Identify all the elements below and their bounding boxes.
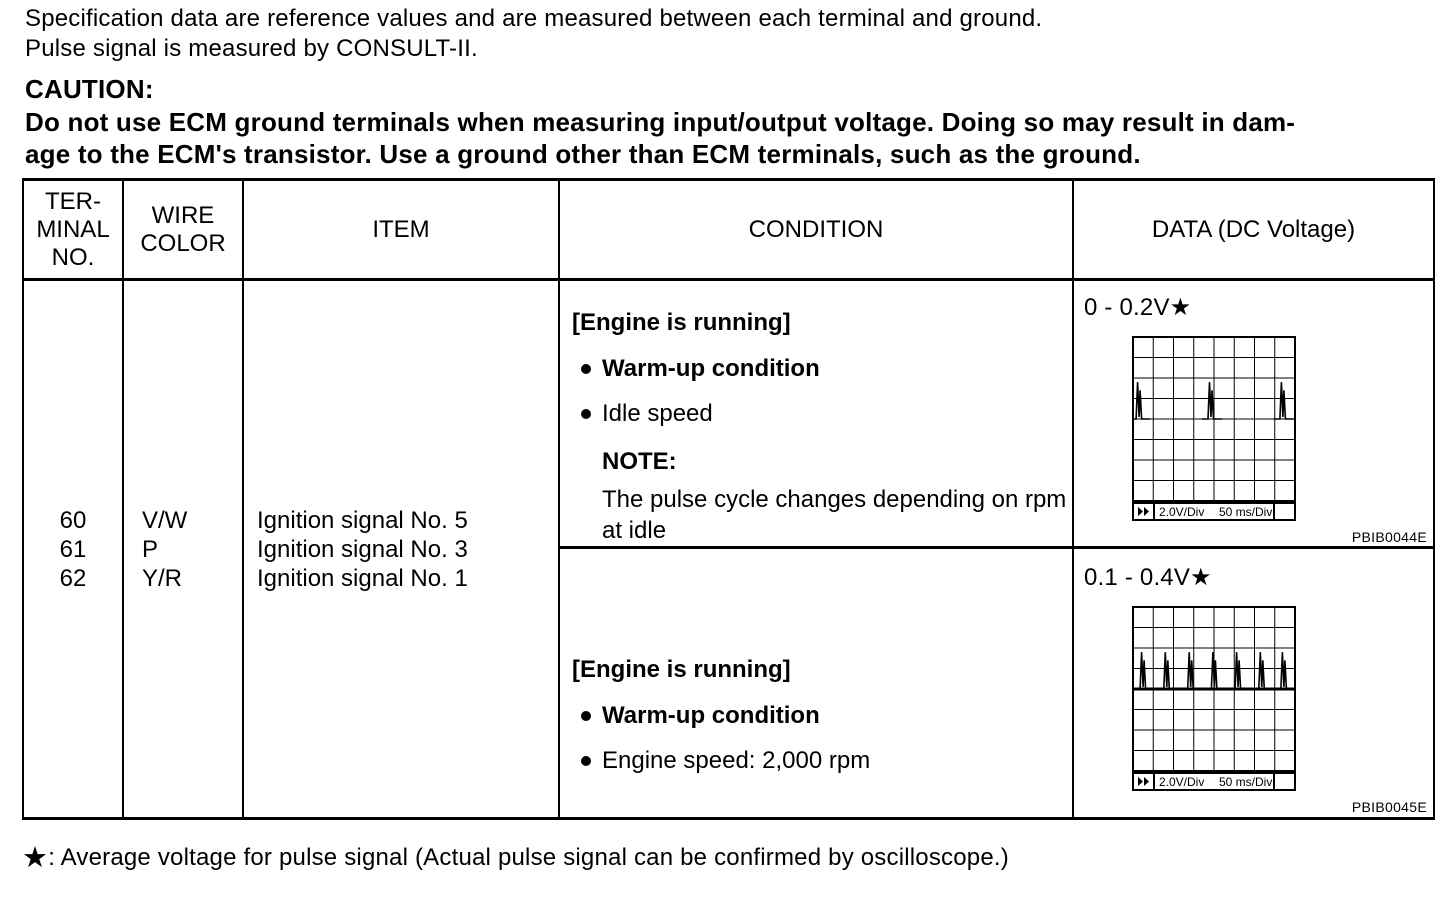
condition-cell-1: [Engine is running] Warm-up condition Id… — [558, 278, 1074, 549]
star-icon: ★ — [22, 842, 49, 874]
wire-color: V/W — [142, 506, 188, 534]
voltage-range-label: 0.1 - 0.4V★ — [1084, 563, 1212, 591]
header-terminal-no: TER- MINAL NO. — [22, 178, 124, 281]
figure-code: PBIB0045E — [1351, 798, 1427, 815]
footnote: ★: Average voltage for pulse signal (Act… — [22, 840, 1009, 875]
condition-title: [Engine is running] — [572, 656, 791, 683]
condition-cell-2: [Engine is running] Warm-up condition En… — [558, 546, 1074, 820]
item-cell: Ignition signal No. 5 Ignition signal No… — [242, 278, 560, 820]
item-label: Ignition signal No. 1 — [257, 564, 468, 592]
voltage-range-label: 0 - 0.2V★ — [1084, 294, 1192, 321]
item-label: Ignition signal No. 3 — [257, 535, 468, 563]
data-cell-1: 0 - 0.2V★ 2.0V/Div 50 ms/Div PBIB0044E — [1072, 278, 1435, 549]
oscilloscope-figure: 2.0V/Div 50 ms/Div — [1130, 336, 1433, 524]
svg-text:50 ms/Div: 50 ms/Div — [1219, 775, 1272, 789]
item-label: Ignition signal No. 5 — [257, 506, 468, 534]
intro-line-1: Specification data are reference values … — [25, 5, 1043, 32]
caution-line-1: Do not use ECM ground terminals when mea… — [25, 107, 1296, 137]
terminal-no: 60 — [59, 506, 87, 534]
spec-table: TER- MINAL NO. WIRE COLOR ITEM CONDITION… — [22, 178, 1435, 820]
header-row: TER- MINAL NO. WIRE COLOR ITEM CONDITION… — [22, 178, 1435, 281]
header-data: DATA (DC Voltage) — [1072, 178, 1435, 281]
table-row: 60 61 62 V/W P Y/R Ignition signal No. 5… — [22, 278, 1435, 820]
oscilloscope-figure: 2.0V/Div 50 ms/Div — [1132, 605, 1433, 794]
note-block: NOTE: The pulse cycle changes depending … — [602, 448, 1072, 546]
bullet-text: Warm-up condition — [602, 702, 820, 729]
caution-heading: CAUTION: — [25, 74, 154, 104]
bullet-text: Warm-up condition — [602, 355, 820, 382]
bullet-icon — [581, 756, 591, 766]
condition-bullet: Warm-up condition — [581, 702, 1072, 730]
terminal-no-cell: 60 61 62 — [22, 278, 124, 820]
svg-text:2.0V/Div: 2.0V/Div — [1159, 775, 1204, 789]
terminal-no: 62 — [59, 564, 87, 592]
note-label: NOTE: — [602, 448, 677, 475]
wire-color: Y/R — [142, 564, 183, 592]
table-row: [Engine is running] Warm-up condition En… — [23, 546, 1435, 820]
wire-color: P — [142, 535, 159, 563]
caution-body: Do not use ECM ground terminals when mea… — [25, 106, 1295, 170]
bullet-icon — [581, 364, 591, 374]
svg-text:50 ms/Div: 50 ms/Div — [1219, 505, 1272, 519]
condition-bullet: Warm-up condition — [581, 355, 1072, 383]
intro-line-2: Pulse signal is measured by CONSULT-II. — [25, 35, 478, 62]
bullet-text: Engine speed: 2,000 rpm — [602, 747, 871, 774]
wire-color-cell: V/W P Y/R — [122, 278, 244, 820]
caution-line-2: age to the ECM's transistor. Use a groun… — [25, 139, 1141, 169]
bullet-icon — [581, 409, 591, 419]
condition-bullet: Engine speed: 2,000 rpm — [581, 747, 1072, 775]
terminal-no: 61 — [59, 535, 87, 563]
bullet-text: Idle speed — [602, 400, 713, 427]
condition-title: [Engine is running] — [572, 309, 791, 336]
note-text: The pulse cycle changes depending on rpm… — [602, 486, 1067, 544]
figure-code: PBIB0044E — [1351, 529, 1427, 545]
condition-bullet: Idle speed — [581, 400, 1072, 428]
header-wire-color: WIRE COLOR — [122, 178, 244, 281]
header-item: ITEM — [242, 178, 560, 281]
intro-paragraph: Specification data are reference values … — [25, 4, 1042, 64]
bullet-icon — [581, 711, 591, 721]
svg-text:2.0V/Div: 2.0V/Div — [1159, 505, 1204, 519]
footnote-text: : Average voltage for pulse signal (Actu… — [48, 844, 1009, 871]
data-cell-2: 0.1 - 0.4V★ 2.0V/Div 50 ms/Div PBIB0045E — [1072, 546, 1435, 820]
header-condition: CONDITION — [558, 178, 1074, 281]
